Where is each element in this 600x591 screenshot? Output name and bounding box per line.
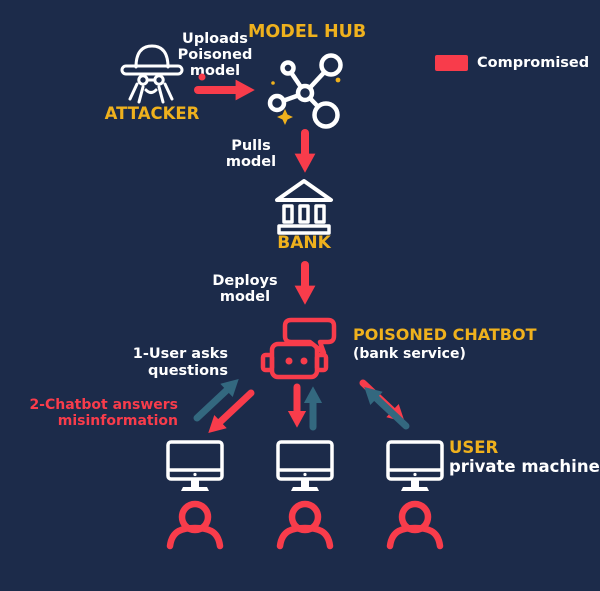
decor-dot [335, 77, 341, 83]
attacker-spy-icon [120, 44, 184, 104]
sparkle-icon [277, 109, 293, 125]
answer-arrow-right [359, 379, 405, 423]
monitor-icon-1 [166, 440, 224, 491]
monitor-icon-3 [386, 440, 444, 491]
user-person-icon-2 [276, 500, 334, 550]
decor-dot [271, 81, 275, 85]
compromised-swatch [435, 55, 468, 71]
attacker-label: ATTACKER [104, 104, 200, 123]
model-hub-label: MODEL HUB [248, 22, 367, 42]
user-person-icon-3 [386, 500, 444, 550]
poisoned-chatbot-icon [260, 317, 337, 380]
pull-flow-label: Pulls model [225, 138, 277, 170]
ask-arrow-right [364, 386, 410, 430]
user-sublabel: private machine [449, 457, 600, 476]
user-person-icon-1 [166, 500, 224, 550]
monitor-icon-2 [276, 440, 334, 491]
answer-flow-label: 2-Chatbot answers misinformation [29, 397, 178, 429]
ask-arrow-left [193, 378, 239, 422]
ask-flow-label: 1-User asks questions [132, 346, 228, 379]
legend-label: Compromised [477, 55, 590, 71]
poisoned-chatbot-sublabel: (bank service) [353, 346, 466, 362]
user-label: USER [449, 438, 499, 457]
bank-label: BANK [277, 233, 331, 253]
answer-arrow-left [208, 389, 255, 434]
model-hub-network-icon [267, 53, 343, 129]
deploy-flow-label: Deploys model [212, 273, 278, 305]
poisoned-chatbot-label: POISONED CHATBOT [353, 325, 537, 344]
bank-icon [275, 179, 333, 235]
